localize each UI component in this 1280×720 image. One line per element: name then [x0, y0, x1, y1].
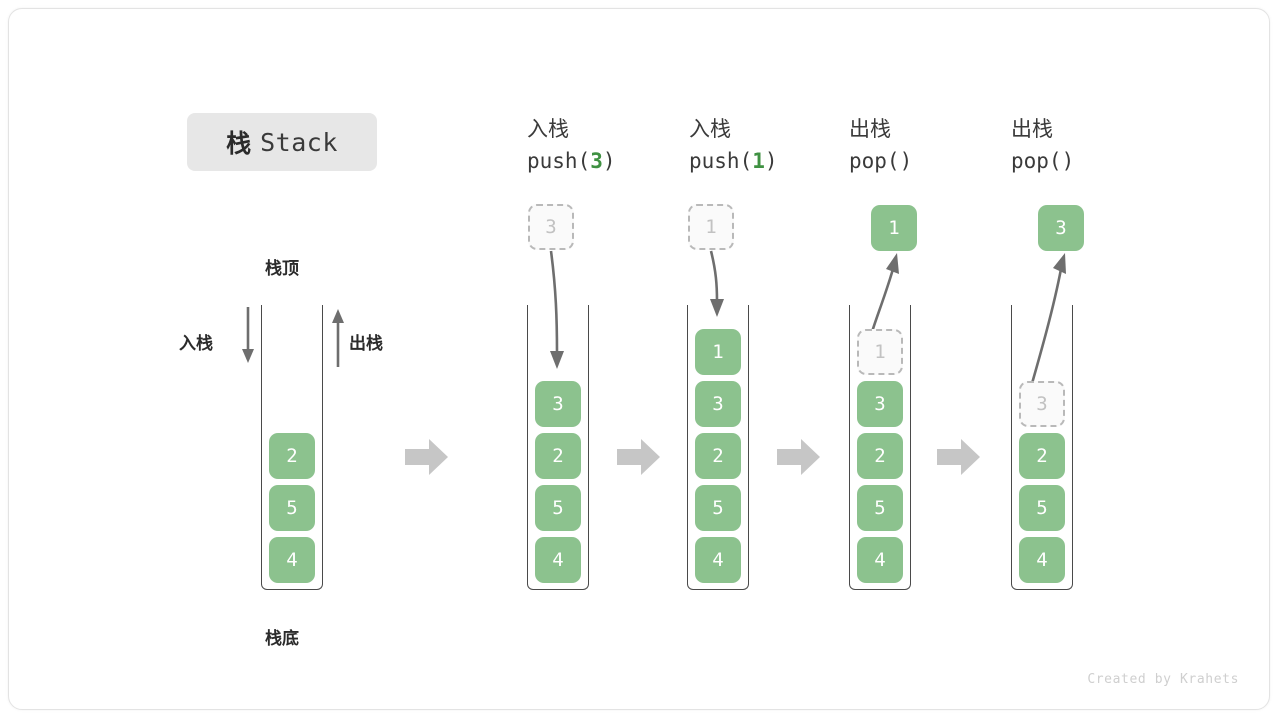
stack-cell: 3	[695, 381, 741, 427]
step-header-cjk: 出栈	[849, 118, 891, 141]
stack-cell: 4	[857, 537, 903, 583]
step-header-cjk: 入栈	[689, 118, 731, 141]
stack-cell: 1	[695, 329, 741, 375]
stack-cell: 4	[1019, 537, 1065, 583]
push-motion-arrow-icon	[549, 250, 564, 369]
stack-cell: 2	[269, 433, 315, 479]
stack-cell: 2	[535, 433, 581, 479]
flow-arrow-icon	[937, 439, 980, 475]
code-prefix: pop(	[849, 149, 900, 173]
diagram-card: 栈 Stack 栈顶 入栈 出栈 2 5 4 栈底 入栈 push(3) 3	[8, 8, 1270, 710]
watermark-credit: Created by Krahets	[1087, 672, 1239, 687]
step-header-code: pop()	[849, 145, 1029, 177]
stack-cell: 4	[535, 537, 581, 583]
stack-cell: 3	[535, 381, 581, 427]
stack-bottom-label: 栈底	[265, 629, 299, 648]
step-header-push-1: 入栈 push(1)	[689, 115, 869, 177]
stack-cell: 2	[857, 433, 903, 479]
stack-container-pop-2	[1011, 305, 1073, 590]
stack-cell: 5	[1019, 485, 1065, 531]
push-direction-arrow-icon	[242, 307, 254, 363]
stack-cell: 2	[1019, 433, 1065, 479]
stack-container-push-1	[687, 305, 749, 590]
step-header-code: push(1)	[689, 145, 869, 177]
code-suffix: )	[602, 149, 616, 173]
step-header-pop-1: 出栈 pop()	[849, 115, 1029, 177]
step-header-cjk: 出栈	[1011, 118, 1053, 141]
title-cjk: 栈	[226, 130, 252, 158]
stack-cell: 5	[695, 485, 741, 531]
stack-cell: 2	[695, 433, 741, 479]
code-suffix: )	[764, 149, 778, 173]
stack-container-initial	[261, 305, 323, 590]
code-arg: 3	[590, 149, 603, 173]
stack-container-pop-1	[849, 305, 911, 590]
stack-cell: 4	[695, 537, 741, 583]
stack-top-label: 栈顶	[265, 259, 299, 278]
diagram-title-badge: 栈 Stack	[187, 113, 377, 171]
pop-side-label: 出栈	[349, 334, 383, 353]
title-latin: Stack	[260, 127, 338, 157]
step-header-pop-2: 出栈 pop()	[1011, 115, 1191, 177]
floating-cell-push-3: 3	[528, 204, 574, 250]
pop-direction-arrow-icon	[332, 309, 344, 367]
stack-cell: 5	[857, 485, 903, 531]
stack-cell: 3	[1019, 381, 1065, 427]
step-header-push-3: 入栈 push(3)	[527, 115, 707, 177]
code-prefix: push(	[689, 149, 753, 173]
code-prefix: pop(	[1011, 149, 1062, 173]
code-suffix: )	[1061, 149, 1075, 173]
flow-arrow-icon	[777, 439, 820, 475]
code-prefix: push(	[527, 149, 591, 173]
stack-cell: 5	[269, 485, 315, 531]
stack-cell: 4	[269, 537, 315, 583]
flow-arrow-icon	[405, 439, 448, 475]
step-header-code: pop()	[1011, 145, 1191, 177]
step-header-code: push(3)	[527, 145, 707, 177]
stack-cell: 1	[857, 329, 903, 375]
stack-cell: 5	[535, 485, 581, 531]
step-header-cjk: 入栈	[527, 118, 569, 141]
floating-cell-pop-2: 3	[1038, 205, 1084, 251]
floating-cell-pop-1: 1	[871, 205, 917, 251]
push-motion-arrow-icon	[709, 250, 724, 317]
floating-cell-push-1: 1	[688, 204, 734, 250]
flow-arrow-icon	[617, 439, 660, 475]
code-arg: 1	[752, 149, 765, 173]
code-suffix: )	[899, 149, 913, 173]
push-side-label: 入栈	[179, 334, 213, 353]
stack-cell: 3	[857, 381, 903, 427]
stack-container-push-3	[527, 305, 589, 590]
